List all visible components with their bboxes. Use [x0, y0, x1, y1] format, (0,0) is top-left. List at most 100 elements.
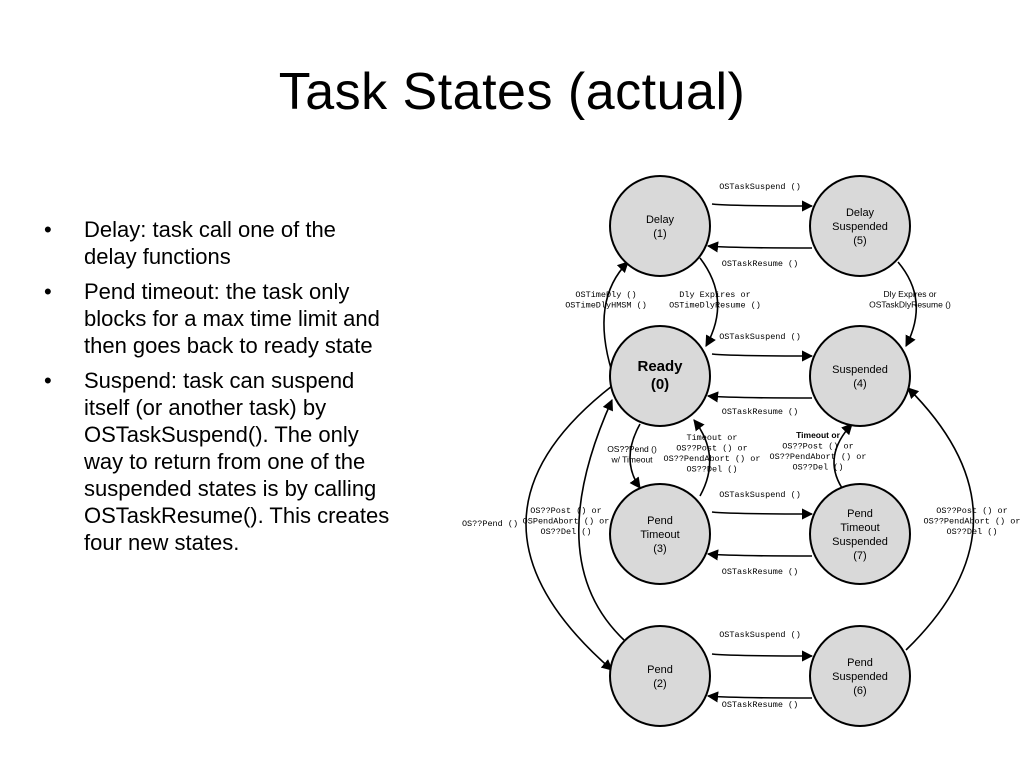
label-delay-suspended-to-delay: OSTaskResume ()	[722, 259, 799, 269]
transition-label: OSPendAbort () or	[523, 517, 610, 527]
arrow-pend-to-ready	[577, 398, 625, 641]
transition-label: Timeout or	[686, 433, 737, 443]
transition-label: OSTimeDly ()	[575, 290, 636, 300]
arrow-delay-suspended-to-delay	[706, 241, 813, 253]
label-ready-to-pend: OS??Pend ()	[462, 519, 518, 529]
transition-arrows	[525, 200, 975, 703]
arrow-pend-to-pend-suspended	[711, 650, 814, 662]
transition-label: OSTaskSuspend ()	[719, 490, 801, 500]
arrow-ready-to-delay	[603, 261, 629, 373]
transition-label: OSTaskSuspend ()	[719, 630, 801, 640]
label-suspended-to-ready: OSTaskResume ()	[722, 407, 799, 417]
arrow-ready-to-pend-timeout	[629, 423, 641, 489]
transition-label: OS??Pend ()	[462, 519, 518, 529]
bullet-line: blocks for a max time limit and	[84, 306, 380, 331]
transition-label: OS??Del ()	[946, 527, 997, 537]
label-ready-to-suspended: OSTaskSuspend ()	[719, 332, 801, 342]
transition-label: OSTimeDlyHMSM ()	[565, 301, 647, 311]
state-circle	[609, 625, 711, 727]
bullet-line: delay functions	[84, 244, 231, 269]
transition-label: OSTimeDlyResume ()	[669, 301, 761, 311]
state-circle	[809, 175, 911, 277]
label-delay-to-delay-suspended: OSTaskSuspend ()	[719, 182, 801, 192]
transition-label: OSTaskSuspend ()	[719, 182, 801, 192]
state-label: Suspended	[832, 671, 888, 683]
state-label: (5)	[853, 235, 866, 247]
transition-label: OSTaskResume ()	[722, 567, 799, 577]
bullet-line: suspended states is by calling	[84, 476, 377, 501]
label-pend-timeout-suspended-to-pend-timeout: OSTaskResume ()	[722, 567, 799, 577]
bullet-line: Pend timeout: the task only	[84, 279, 350, 304]
state-label: (3)	[653, 543, 666, 555]
transition-label: Dly Expires or	[884, 289, 937, 299]
bullet-list: • Delay: task call one of the delay func…	[44, 216, 444, 564]
transition-label: OS??Post () or	[530, 506, 601, 516]
bullet-pend-timeout: • Pend timeout: the task only blocks for…	[44, 278, 444, 359]
state-label: Delay	[646, 214, 675, 226]
state-label: Ready	[637, 358, 683, 375]
state-label: (1)	[653, 228, 666, 240]
arrow-pend-timeout-to-ready	[693, 419, 711, 497]
transition-label: OSTaskDlyResume ()	[869, 300, 951, 310]
state-label: Pend	[647, 515, 673, 527]
label-ready-to-delay: OSTimeDly ()OSTimeDlyHMSM ()	[565, 290, 647, 311]
arrow-ready-to-pend	[525, 385, 613, 671]
state-label: (6)	[853, 685, 866, 697]
transition-label: OSTaskSuspend ()	[719, 332, 801, 342]
bullet-delay: • Delay: task call one of the delay func…	[44, 216, 444, 270]
transition-label: OS??Del ()	[540, 527, 591, 537]
bullet-suspend: • Suspend: task can suspend itself (or a…	[44, 367, 444, 556]
state-circle	[609, 483, 711, 585]
bullet-marker: •	[44, 279, 52, 304]
bullet-line: OSTaskResume(). This creates	[84, 503, 390, 528]
state-circle	[809, 325, 911, 427]
bullet-line: itself (or another task) by	[84, 395, 327, 420]
arrow-delay-suspended-to-suspended	[897, 261, 918, 347]
slide-title: Task States (actual)	[278, 63, 746, 121]
transition-label: OS??Post () or	[676, 444, 747, 454]
state-circle	[609, 175, 711, 277]
bullet-line: then goes back to ready state	[84, 333, 373, 358]
arrow-pend-suspended-to-pend	[706, 691, 813, 703]
transition-label: Timeout or	[796, 430, 840, 440]
arrow-pend-timeout-suspended-to-suspended	[833, 423, 853, 489]
bullet-line: four new states.	[84, 530, 240, 555]
state-circle	[809, 625, 911, 727]
transition-label: OSTaskResume ()	[722, 259, 799, 269]
state-label: Suspended	[832, 221, 888, 233]
state-label: (0)	[651, 376, 669, 393]
state-delay: Delay (1)	[609, 175, 711, 277]
arrow-ready-to-suspended	[711, 350, 814, 362]
bullet-line: Delay: task call one of the	[84, 217, 336, 242]
transition-label: OSTaskResume ()	[722, 700, 799, 710]
state-label: Pend	[847, 508, 873, 520]
transition-label: w/ Timeout	[610, 455, 653, 465]
label-pend-suspended-to-pend: OSTaskResume ()	[722, 700, 799, 710]
bullet-marker: •	[44, 368, 52, 393]
label-ready-to-pend-timeout: OS??Pend ()w/ Timeout	[607, 444, 657, 465]
arrow-delay-to-ready	[699, 257, 719, 347]
arrow-suspended-to-ready	[706, 391, 813, 403]
state-pend: Pend(2)	[609, 625, 711, 727]
bullet-marker: •	[44, 217, 52, 242]
bullet-line: way to return from one of the	[84, 449, 366, 474]
transition-label: Dly Expires or	[679, 290, 750, 300]
state-circle	[609, 325, 711, 427]
state-ready: Ready(0)	[609, 325, 711, 427]
state-label: Pend	[847, 657, 873, 669]
transition-labels: OSTaskSuspend () OSTaskResume () OSTimeDly…	[462, 182, 1021, 710]
state-label: Suspended	[832, 536, 888, 548]
arrow-delay-to-delay-suspended	[711, 200, 814, 212]
state-label: (7)	[853, 550, 866, 562]
state-label: (4)	[853, 378, 866, 390]
